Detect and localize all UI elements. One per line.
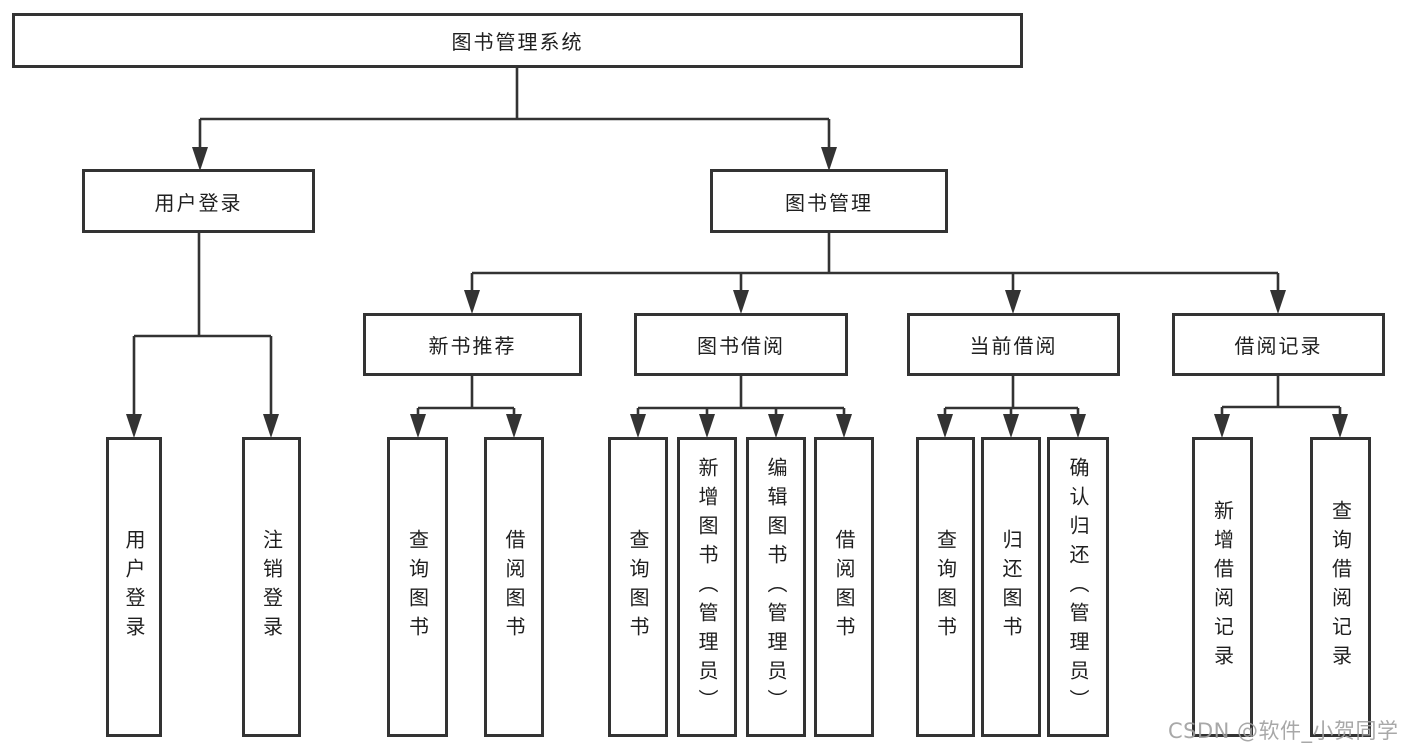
leaf-user-login: 用户登录 xyxy=(106,437,162,737)
node-label: 借阅图书 xyxy=(502,529,526,645)
leaf-query-books-borrowing: 查询图书 xyxy=(608,437,668,737)
node-book-management: 图书管理 xyxy=(710,169,948,233)
node-label: 用户登录 xyxy=(154,190,243,215)
leaf-add-borrow-record: 新增借阅记录 xyxy=(1192,437,1253,737)
leaf-query-books-recommend: 查询图书 xyxy=(387,437,448,737)
leaf-confirm-return-admin: 确认归还（管理员） xyxy=(1047,437,1109,737)
node-label: 借阅记录 xyxy=(1234,334,1323,358)
node-label: 用户登录 xyxy=(122,529,146,645)
node-label: 查询图书 xyxy=(933,529,958,645)
node-borrowing-records: 借阅记录 xyxy=(1172,313,1385,376)
node-label: 确认归还（管理员） xyxy=(1066,456,1090,718)
node-label: 借阅图书 xyxy=(832,529,856,645)
csdn-watermark: CSDN @软件_小贺同学 xyxy=(1168,719,1399,743)
node-label: 新增借阅记录 xyxy=(1210,500,1235,674)
leaf-borrow-books-recommend: 借阅图书 xyxy=(484,437,544,737)
arrowheads xyxy=(126,147,1348,438)
node-library-management-system: 图书管理系统 xyxy=(12,13,1023,68)
node-label: 归还图书 xyxy=(999,529,1023,645)
leaf-add-books-admin: 新增图书（管理员） xyxy=(677,437,737,737)
node-label: 新书推荐 xyxy=(428,334,517,358)
leaf-return-books: 归还图书 xyxy=(981,437,1041,737)
node-label: 注销登录 xyxy=(259,529,284,645)
node-current-borrowing: 当前借阅 xyxy=(907,313,1120,376)
node-label: 当前借阅 xyxy=(969,334,1058,358)
node-label: 图书借阅 xyxy=(697,334,785,358)
leaf-logout: 注销登录 xyxy=(242,437,301,737)
node-label: 图书管理 xyxy=(785,190,873,215)
node-label: 查询借阅记录 xyxy=(1328,500,1353,674)
leaf-query-borrow-record: 查询借阅记录 xyxy=(1310,437,1371,737)
node-book-borrowing: 图书借阅 xyxy=(634,313,848,376)
node-user-login: 用户登录 xyxy=(82,169,315,233)
node-new-book-recommendation: 新书推荐 xyxy=(363,313,582,376)
node-label: 查询图书 xyxy=(626,529,650,645)
leaf-query-books-current: 查询图书 xyxy=(916,437,975,737)
node-label: 图书管理系统 xyxy=(451,30,584,54)
leaf-edit-books-admin: 编辑图书（管理员） xyxy=(746,437,806,737)
node-label: 查询图书 xyxy=(405,529,430,645)
leaf-borrow-books-borrowing: 借阅图书 xyxy=(814,437,874,737)
node-label: 编辑图书（管理员） xyxy=(764,456,788,718)
node-label: 新增图书（管理员） xyxy=(695,456,719,718)
